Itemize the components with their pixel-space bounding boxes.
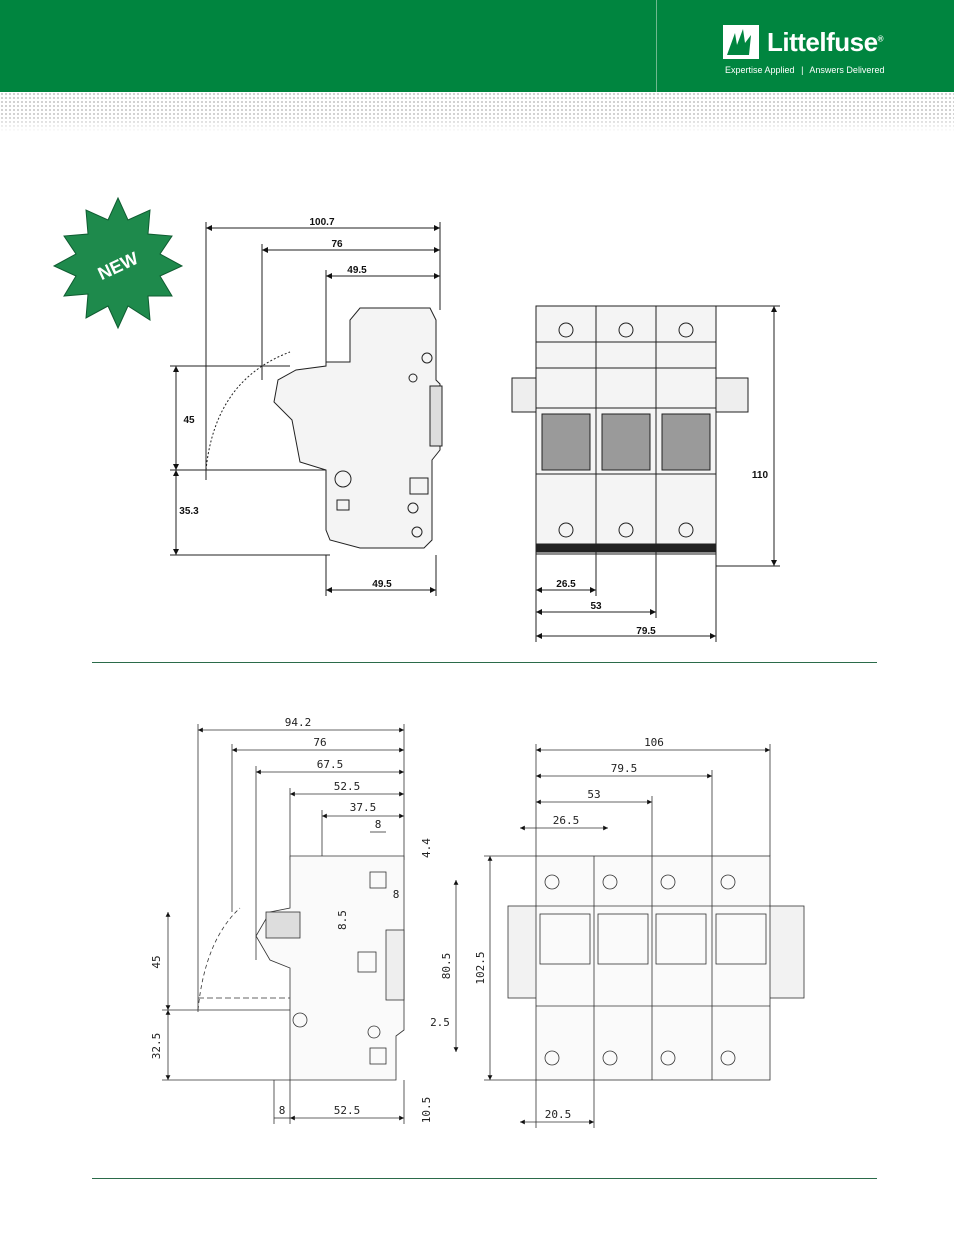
svg-text:110: 110 [752,470,769,481]
svg-text:53: 53 [590,601,602,612]
svg-text:76: 76 [313,736,326,749]
svg-text:79.5: 79.5 [611,762,638,775]
svg-text:8: 8 [393,888,400,901]
svg-text:53: 53 [587,788,600,801]
bottom-side-view [162,724,456,1124]
svg-text:76: 76 [331,239,343,250]
bottom-front-view [484,744,804,1128]
svg-text:26.5: 26.5 [553,814,580,827]
svg-text:79.5: 79.5 [636,626,656,637]
svg-text:20.5: 20.5 [545,1108,572,1121]
svg-text:8.5: 8.5 [336,910,349,930]
svg-text:100.7: 100.7 [309,217,334,228]
svg-text:4.4: 4.4 [420,838,433,858]
svg-text:35.3: 35.3 [179,506,199,517]
svg-text:2.5: 2.5 [430,1016,450,1029]
top-side-view [170,222,442,596]
svg-text:32.5: 32.5 [150,1033,163,1060]
svg-text:67.5: 67.5 [317,758,344,771]
svg-text:45: 45 [150,955,163,968]
svg-text:52.5: 52.5 [334,780,361,793]
new-badge: NEW [54,198,182,328]
svg-text:80.5: 80.5 [440,953,453,980]
svg-text:37.5: 37.5 [350,801,377,814]
svg-text:106: 106 [644,736,664,749]
svg-text:8: 8 [375,818,382,831]
svg-text:52.5: 52.5 [334,1104,361,1117]
svg-text:45: 45 [183,415,195,426]
svg-text:102.5: 102.5 [474,951,487,984]
svg-text:94.2: 94.2 [285,716,312,729]
svg-text:10.5: 10.5 [420,1097,433,1124]
svg-text:49.5: 49.5 [347,265,367,276]
svg-text:49.5: 49.5 [372,579,392,590]
top-front-view [512,306,780,642]
svg-text:8: 8 [279,1104,286,1117]
svg-text:26.5: 26.5 [556,579,576,590]
